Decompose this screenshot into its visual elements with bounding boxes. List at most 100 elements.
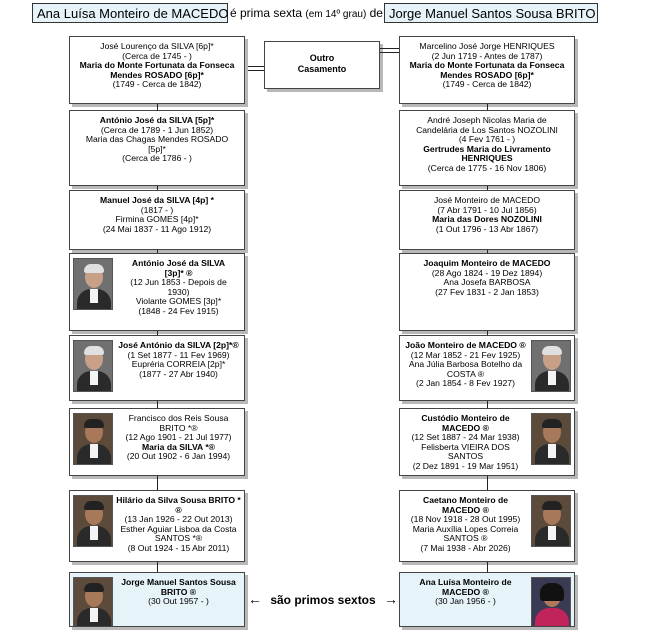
person-text-line: (Cerca de 1775 - 16 Nov 1806)	[427, 162, 547, 173]
person-text-line: (13 Jan 1926 - 22 Out 2013)	[124, 514, 233, 525]
person-box-left-6[interactable]: Hilário da Silva Sousa BRITO *®(13 Jan 1…	[69, 490, 245, 562]
generation-connector	[157, 104, 158, 110]
person-text-line: Manuel José da SILVA [4p] *	[100, 195, 214, 205]
person-text-line: [5p]*	[148, 143, 166, 154]
generation-connector	[487, 331, 488, 335]
generation-connector	[487, 104, 488, 110]
header-relation-text: é prima sexta	[230, 6, 303, 20]
person-text-line: (1749 - Cerca de 1842)	[442, 79, 532, 90]
person-text-line: (1 Set 1877 - 11 Fev 1969)	[127, 349, 230, 360]
relation-label: são primos sextos	[270, 593, 376, 607]
generation-connector	[487, 562, 488, 572]
person-box-left-4[interactable]: José António da SILVA [2p]*®(1 Set 1877 …	[69, 335, 245, 401]
man-photo	[73, 495, 113, 547]
person-text-line: João Monteiro de MACEDO ®	[405, 340, 526, 350]
person-text-line: (1749 - Cerca de 1842)	[112, 79, 202, 90]
person-text-line: Maria do Monte Fortunata da Fonseca	[79, 60, 235, 71]
marriage-connector-left-lower	[244, 70, 264, 71]
person-text-line: (Cerca de 1786 - )	[122, 153, 192, 164]
person-text-line: Felisberta VIEIRA DOS	[421, 441, 510, 452]
person-text-line: Custódio Monteiro de	[421, 413, 510, 423]
outro-casamento-line1: Outro	[309, 53, 335, 63]
man-photo	[73, 413, 113, 465]
person-text: José António da SILVA [2p]*®(1 Set 1877 …	[115, 340, 242, 379]
person-text-line: Jorge Manuel Santos Sousa	[121, 577, 236, 587]
person-box-right-3[interactable]: Joaquim Monteiro de MACEDO(28 Ago 1824 -…	[399, 253, 575, 331]
person-text-line: MACEDO ®	[442, 586, 489, 597]
header-person-b[interactable]: Jorge Manuel Santos Sousa BRITO	[384, 3, 598, 23]
person-text: João Monteiro de MACEDO ®(12 Mar 1852 - …	[402, 340, 529, 389]
person-text-line: (Cerca de 1789 - 1 Jun 1852)	[100, 124, 214, 135]
person-text-line: Ana Josefa BARBOSA	[443, 277, 531, 288]
person-box-left-3[interactable]: António José da SILVA[3p]* ®(12 Jun 1853…	[69, 253, 245, 331]
person-text-line: Maria das Chagas Mendes ROSADO	[85, 134, 229, 145]
person-box-left-0[interactable]: José Lourenço da SILVA [6p]*(Cerca de 17…	[69, 36, 245, 104]
person-text-line: António José da SILVA [5p]*	[99, 115, 215, 125]
person-text-line: Firmina GOMES [4p]*	[115, 214, 199, 225]
person-text: José Lourenço da SILVA [6p]*(Cerca de 17…	[73, 41, 241, 90]
elderly-man-photo	[531, 340, 571, 392]
person-text: Manuel José da SILVA [4p] *(1817 - )Firm…	[73, 195, 241, 234]
person-text-line: (12 Jun 1853 - Depois de	[130, 277, 227, 288]
person-box-right-4[interactable]: João Monteiro de MACEDO ®(12 Mar 1852 - …	[399, 335, 575, 401]
person-text-line: (12 Mar 1852 - 21 Fev 1925)	[410, 349, 521, 360]
person-text-line: BRITO *®	[159, 422, 198, 433]
person-text-line: [3p]* ®	[164, 267, 193, 278]
generation-connector	[487, 401, 488, 408]
person-text-line: (18 Nov 1918 - 28 Out 1995)	[410, 514, 521, 525]
marriage-connector-right-upper	[380, 48, 400, 49]
man-photo	[531, 495, 571, 547]
person-text-line: Mendes ROSADO [6p]*	[110, 69, 204, 80]
person-text-line: MACEDO ®	[442, 422, 489, 433]
person-text-line: (12 Set 1887 - 24 Mar 1938)	[411, 432, 520, 443]
person-text: Hilário da Silva Sousa BRITO *®(13 Jan 1…	[115, 495, 242, 554]
generation-connector	[487, 186, 488, 190]
generation-connector	[157, 476, 158, 490]
header-connector: de	[369, 6, 383, 20]
marriage-connector-left-upper	[244, 66, 264, 67]
person-text-line: José Lourenço da SILVA [6p]*	[100, 41, 214, 51]
man-photo	[73, 577, 113, 626]
person-text-line: MACEDO ®	[442, 504, 489, 515]
header-person-a[interactable]: Ana Luísa Monteiro de MACEDO	[32, 3, 228, 23]
person-box-right-0[interactable]: Marcelino José Jorge HENRIQUES(2 Jun 171…	[399, 36, 575, 104]
person-text-line: COSTA ®	[446, 368, 485, 379]
person-box-right-2[interactable]: José Monteiro de MACEDO(7 Abr 1791 - 10 …	[399, 190, 575, 250]
person-text-line: Ana Júlia Barbosa Botelho da	[408, 359, 523, 370]
person-text-line: (2 Jan 1854 - 8 Fev 1927)	[416, 378, 515, 389]
person-text-line: (1877 - 27 Abr 1940)	[139, 368, 218, 379]
person-text-line: Maria da SILVA *®	[141, 441, 216, 452]
elderly-man-photo	[73, 258, 113, 310]
person-text-line: Caetano Monteiro de	[423, 495, 508, 505]
generation-connector	[157, 186, 158, 190]
header-relation: é prima sexta (em 14º grau) de	[230, 3, 383, 23]
person-text-line: Marcelino José Jorge HENRIQUES	[419, 41, 555, 51]
person-text: António José da SILVA [5p]*(Cerca de 178…	[73, 115, 241, 164]
person-text-line: (1817 - )	[140, 204, 174, 215]
person-text-line: (4 Fev 1761 - )	[458, 134, 516, 145]
person-box-left-1[interactable]: António José da SILVA [5p]*(Cerca de 178…	[69, 110, 245, 186]
right-arrow-icon: →	[384, 591, 398, 607]
person-box-left-2[interactable]: Manuel José da SILVA [4p] *(1817 - )Firm…	[69, 190, 245, 250]
generation-connector	[157, 250, 158, 253]
person-text-line: SANTOS	[447, 451, 484, 462]
person-text-line: (1848 - 24 Fev 1915)	[138, 305, 219, 316]
generation-connector	[487, 250, 488, 253]
person-text-line: BRITO ®	[160, 586, 197, 597]
woman-photo	[531, 577, 571, 626]
person-text-line: (30 Out 1957 - )	[148, 596, 209, 607]
generation-connector	[157, 562, 158, 572]
generation-connector	[487, 476, 488, 490]
person-text-line: (20 Out 1902 - 6 Jan 1994)	[126, 451, 231, 462]
person-text-line: André Joseph Nicolas Maria de	[427, 115, 547, 125]
person-text-line: (2 Jun 1719 - Antes de 1787)	[431, 50, 543, 61]
header-degree: (em 14º grau)	[305, 9, 367, 20]
